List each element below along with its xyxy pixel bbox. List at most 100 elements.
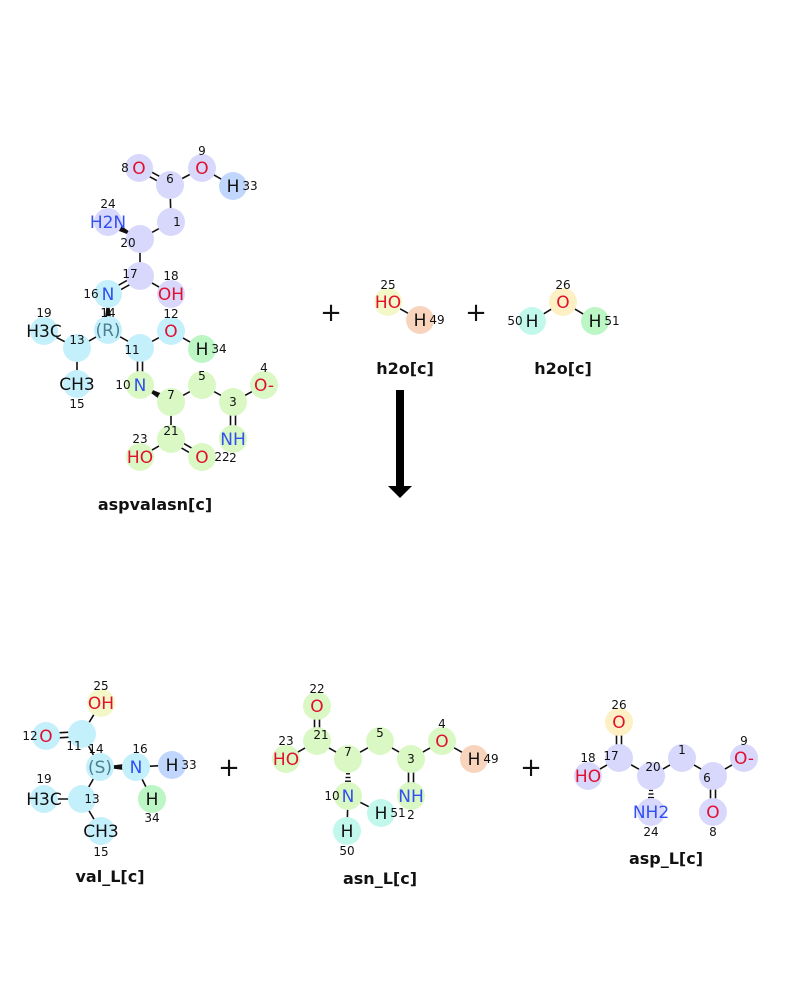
label-bg (225, 431, 241, 447)
atom-highlight-13 (68, 785, 96, 813)
atom-number: 23 (132, 432, 147, 446)
atom-label-33: H (227, 177, 240, 197)
label-bg (100, 214, 116, 230)
atom-highlight-20 (126, 225, 154, 253)
atom-highlight-13 (63, 334, 91, 362)
atom-label-15: CH3 (59, 375, 94, 395)
atom-label-50: H (341, 822, 354, 842)
atom-number: 5 (198, 369, 206, 383)
label-bg (736, 750, 752, 766)
label-bg (225, 178, 241, 194)
label-bg (466, 751, 482, 767)
atom-number: 6 (166, 172, 174, 186)
label-bg (309, 698, 325, 714)
atom-highlight-17 (126, 262, 154, 290)
label-bg (164, 757, 180, 773)
plus-sign: + (465, 298, 487, 328)
atom-label-25: OH (88, 694, 114, 714)
label-bg (339, 823, 355, 839)
atom-number: 15 (69, 397, 84, 411)
atom-label-4: O- (254, 376, 274, 396)
atom-number: 10 (324, 789, 339, 803)
atom-label-22: O (310, 697, 323, 717)
atom-label-34: H (146, 790, 159, 810)
atom-highlight-1 (668, 744, 696, 772)
atom-number: 11 (124, 343, 139, 357)
atom-number: 8 (709, 825, 717, 839)
label-bg (705, 804, 721, 820)
atom-label-18: OH (158, 285, 184, 305)
atom-number: 4 (438, 717, 446, 731)
label-bg (144, 791, 160, 807)
atom-number: 17 (603, 749, 618, 763)
atom-label-33: H (166, 756, 179, 776)
plus-sign: + (218, 753, 240, 783)
molecule-name: h2o[c] (376, 359, 434, 378)
label-bg (93, 695, 109, 711)
reaction-arrow (388, 390, 412, 498)
atom-label-10: N (134, 376, 147, 396)
label-bg (132, 449, 148, 465)
atom-label-34: H (196, 340, 209, 360)
atom-number: 50 (339, 844, 354, 858)
label-bg (340, 788, 356, 804)
atom-number: 21 (163, 424, 178, 438)
atom-label-12: O (39, 727, 52, 747)
atom-number: 20 (120, 236, 135, 250)
atom-label-18: HO (575, 767, 601, 787)
label-bg (38, 728, 54, 744)
atom-label-9: O (195, 159, 208, 179)
label-bg (163, 323, 179, 339)
atom-label-25: HO (375, 293, 401, 313)
atom-number: 18 (163, 269, 178, 283)
atom-number: 13 (69, 333, 84, 347)
label-bg (403, 788, 419, 804)
atom-number: 2 (407, 808, 415, 822)
atom-number: 14 (88, 742, 103, 756)
atom-number: 22 (214, 450, 229, 464)
atom-number: 24 (643, 825, 658, 839)
atom-number: 2 (229, 451, 237, 465)
atom-number: 19 (36, 772, 51, 786)
atom-label-19: H3C (26, 790, 61, 810)
atom-number: 49 (429, 313, 444, 327)
atom-highlight-7 (157, 388, 185, 416)
label-bg (373, 805, 389, 821)
label-bg (93, 823, 109, 839)
atom-number: 5 (376, 726, 384, 740)
atom-highlight-1 (157, 208, 185, 236)
atom-highlight-3 (397, 745, 425, 773)
atom-label-49: H (468, 750, 481, 770)
label-bg (412, 312, 428, 328)
atom-label-51: H (375, 804, 388, 824)
label-bg (611, 714, 627, 730)
atom-number: 51 (390, 806, 405, 820)
atom-label-12: O (164, 322, 177, 342)
molecule-name: asn_L[c] (343, 869, 417, 888)
atom-highlight-11 (126, 334, 154, 362)
atom-number: 49 (483, 752, 498, 766)
molecule-name: aspvalasn[c] (98, 495, 212, 514)
atom-number: 9 (740, 734, 748, 748)
atom-number: 9 (198, 144, 206, 158)
atom-label-15: CH3 (83, 822, 118, 842)
atom-number: 26 (555, 278, 570, 292)
label-bg (194, 160, 210, 176)
atom-highlight-3 (219, 388, 247, 416)
label-bg (100, 322, 116, 338)
atom-label-24: H2N (90, 213, 126, 233)
atom-highlight-21 (303, 727, 331, 755)
atom-label-22: O (195, 448, 208, 468)
atom-label-14: (S) (88, 758, 112, 778)
atom-number: 51 (604, 314, 619, 328)
atom-number: 50 (507, 314, 522, 328)
label-bg (643, 804, 659, 820)
atom-number: 34 (144, 811, 159, 825)
atom-number: 7 (167, 388, 175, 402)
atom-number: 3 (229, 395, 237, 409)
atom-number: 4 (260, 361, 268, 375)
molecule-name: h2o[c] (534, 359, 592, 378)
atom-label-2: NH (398, 787, 424, 807)
